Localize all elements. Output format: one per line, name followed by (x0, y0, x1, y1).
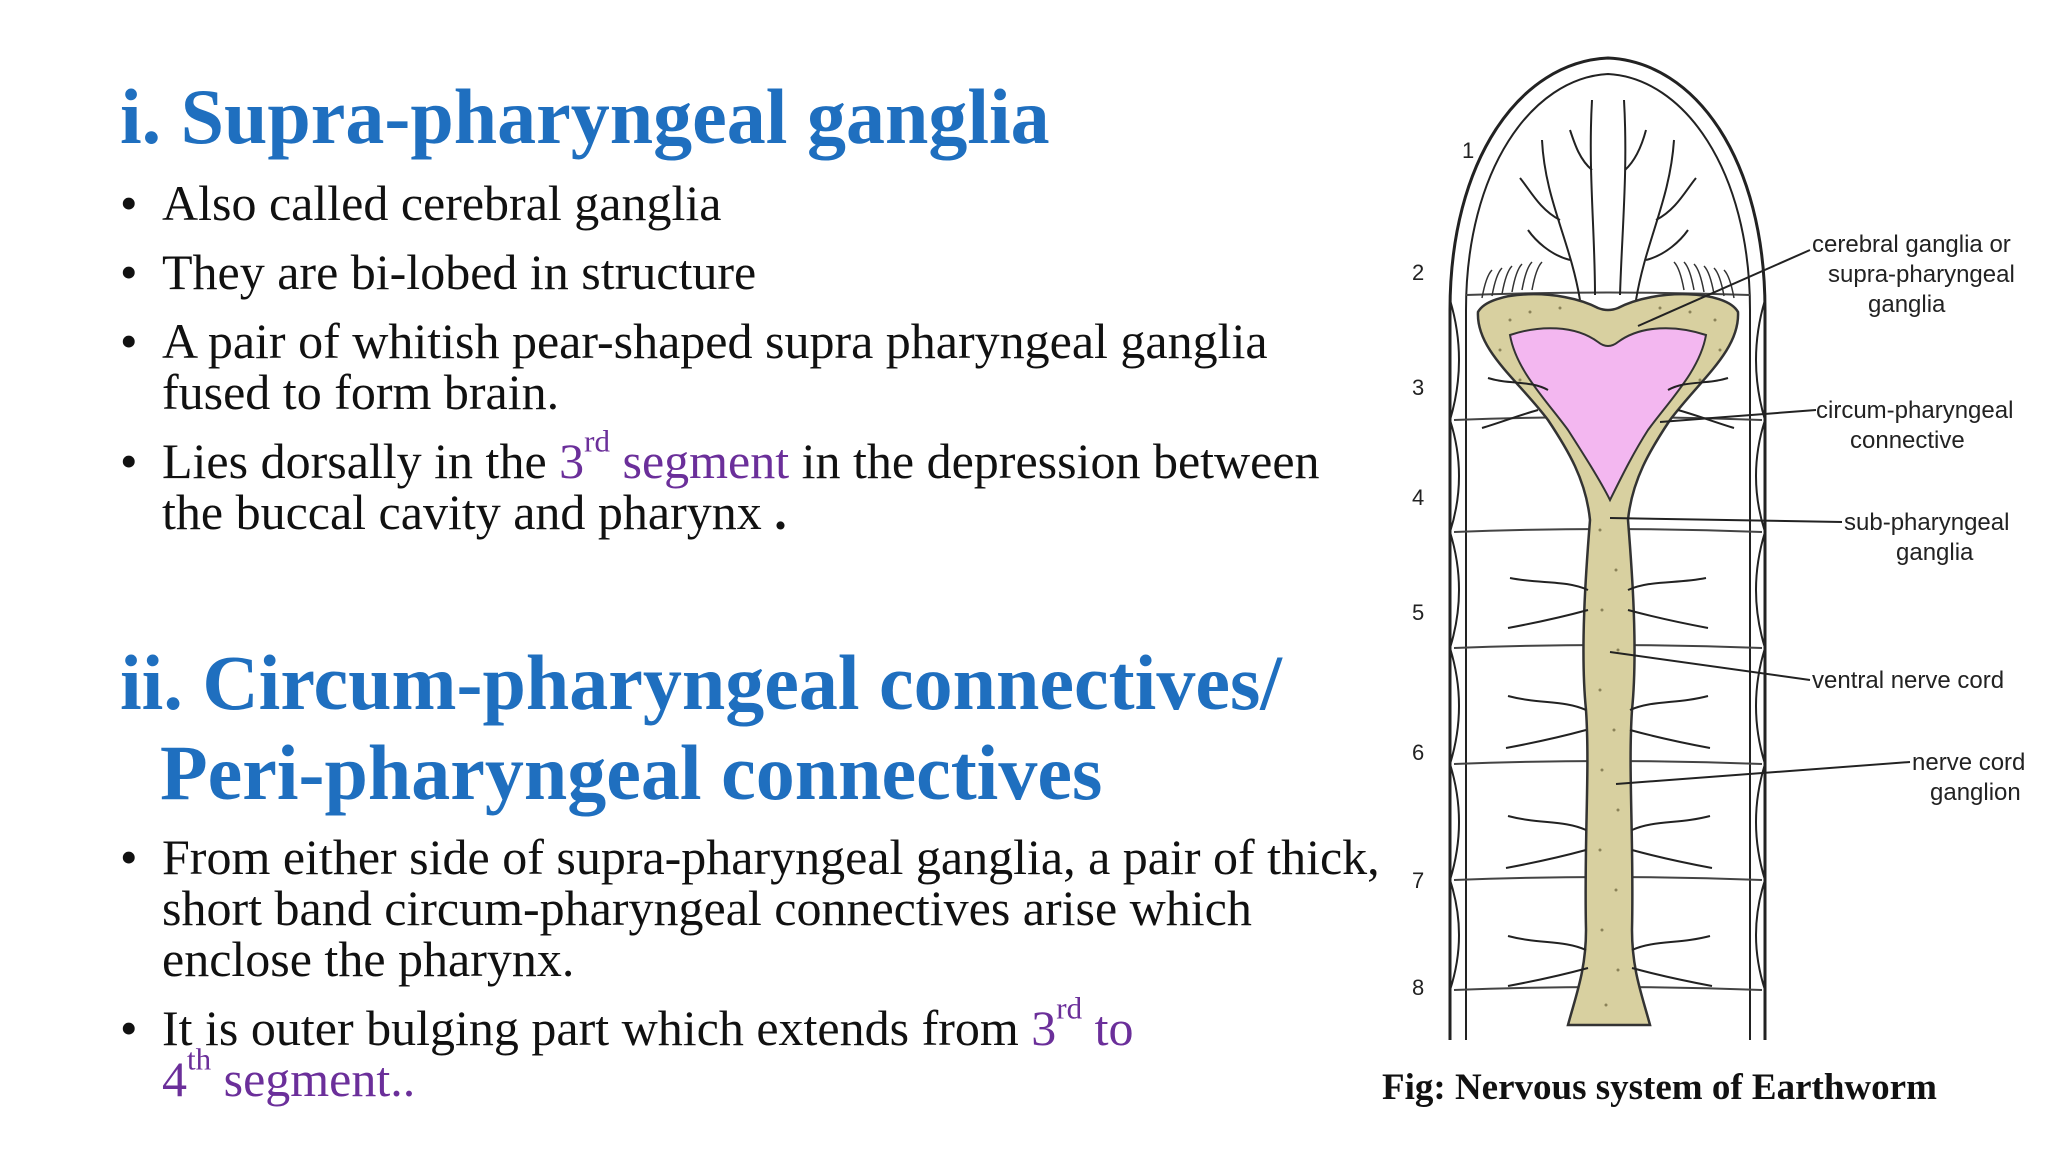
heading-peri-pharyngeal: Peri-pharyngeal connectives (160, 729, 1103, 816)
ordinal-suffix: th (187, 1041, 212, 1077)
label-ventral-nerve-cord: ventral nerve cord (1812, 667, 2004, 694)
bullet-item: Also called cerebral ganglia (120, 178, 1380, 230)
prostomium-nerves (1519, 99, 1697, 301)
bullet-text: It is outer bulging part which extends f… (162, 1000, 1032, 1056)
bullet-list-2: From either side of supra-pharyngeal gan… (120, 832, 1380, 1123)
label-sub-pharyngeal-1: sub-pharyngeal (1844, 509, 2009, 536)
segment-number-4: 4 (1412, 485, 1424, 510)
body-inner-outline (1465, 72, 1751, 1040)
label-nerve-cord-ganglion-2: ganglion (1930, 779, 2021, 806)
nerve-cord-and-ganglia (1476, 293, 1740, 1027)
segment-number: 4 (162, 1051, 187, 1107)
label-cerebral-ganglia-2: supra-pharyngeal (1828, 261, 2015, 288)
heading-circum-pharyngeal: ii. Circum-pharyngeal connectives/ (120, 639, 1282, 726)
segment-highlight: 3rd to 4th segment.. (162, 993, 1134, 1107)
bullet-text: Lies dorsally in the (162, 433, 560, 489)
stipple-texture (1498, 306, 1722, 1007)
bullet-item: They are bi-lobed in structure (120, 247, 1380, 299)
leader-lines (1609, 249, 1911, 785)
segment-word: segment.. (211, 1051, 416, 1107)
earthworm-nervous-system-diagram: 1 2 3 4 5 6 7 8 cerebral ganglia or supr… (1412, 56, 2025, 1040)
bullet-text: in the depression between the buccal cav… (162, 433, 1320, 540)
label-sub-pharyngeal-2: ganglia (1896, 539, 1974, 566)
bullet-item: A pair of whitish pear-shaped supra phar… (120, 316, 1380, 418)
segmental-nerves (1481, 377, 1735, 987)
label-circum-pharyngeal-1: circum-pharyngeal (1816, 397, 2013, 424)
label-cerebral-ganglia-3: ganglia (1868, 291, 1946, 318)
segment-number-3: 3 (1412, 375, 1424, 400)
slide-text-area: i. Supra-pharyngeal ganglia Also called … (0, 0, 1380, 1152)
segment-number-6: 6 (1412, 740, 1424, 765)
ordinal-suffix: rd (1056, 990, 1083, 1026)
pharynx (1508, 327, 1708, 503)
bullet-item: It is outer bulging part which extends f… (120, 993, 1380, 1107)
ordinal-suffix: rd (584, 423, 610, 459)
segment-number-8: 8 (1412, 975, 1424, 1000)
segment-word: segment (609, 433, 790, 489)
bullet-item: Lies dorsally in the 3rd segment in the … (120, 426, 1380, 540)
cerebral-fringe (1481, 261, 1735, 299)
segment-bulges (1449, 299, 1766, 991)
figure-caption: Fig: Nervous system of Earthworm (1382, 1067, 1937, 1108)
segment-number-1: 1 (1462, 138, 1474, 163)
heading-supra-pharyngeal: i. Supra-pharyngeal ganglia (120, 73, 1050, 160)
segment-number: 3 (1031, 1000, 1057, 1056)
segment-number-7: 7 (1412, 868, 1424, 893)
label-nerve-cord-ganglion-1: nerve cord (1912, 749, 2025, 776)
segment-word: to (1082, 1000, 1134, 1056)
segment-highlight: 3rd segment (559, 426, 790, 489)
bullet-item: From either side of supra-pharyngeal gan… (120, 832, 1380, 985)
segment-number-2: 2 (1412, 260, 1424, 285)
segment-number: 3 (559, 433, 585, 489)
bullet-list-1: Also called cerebral ganglia They are bi… (120, 178, 1380, 556)
label-cerebral-ganglia-1: cerebral ganglia or (1812, 231, 2011, 258)
label-circum-pharyngeal-2: connective (1850, 427, 1965, 454)
body-outer-outline (1448, 56, 1767, 1040)
bullet-period: . (774, 484, 787, 540)
segment-number-5: 5 (1412, 600, 1424, 625)
